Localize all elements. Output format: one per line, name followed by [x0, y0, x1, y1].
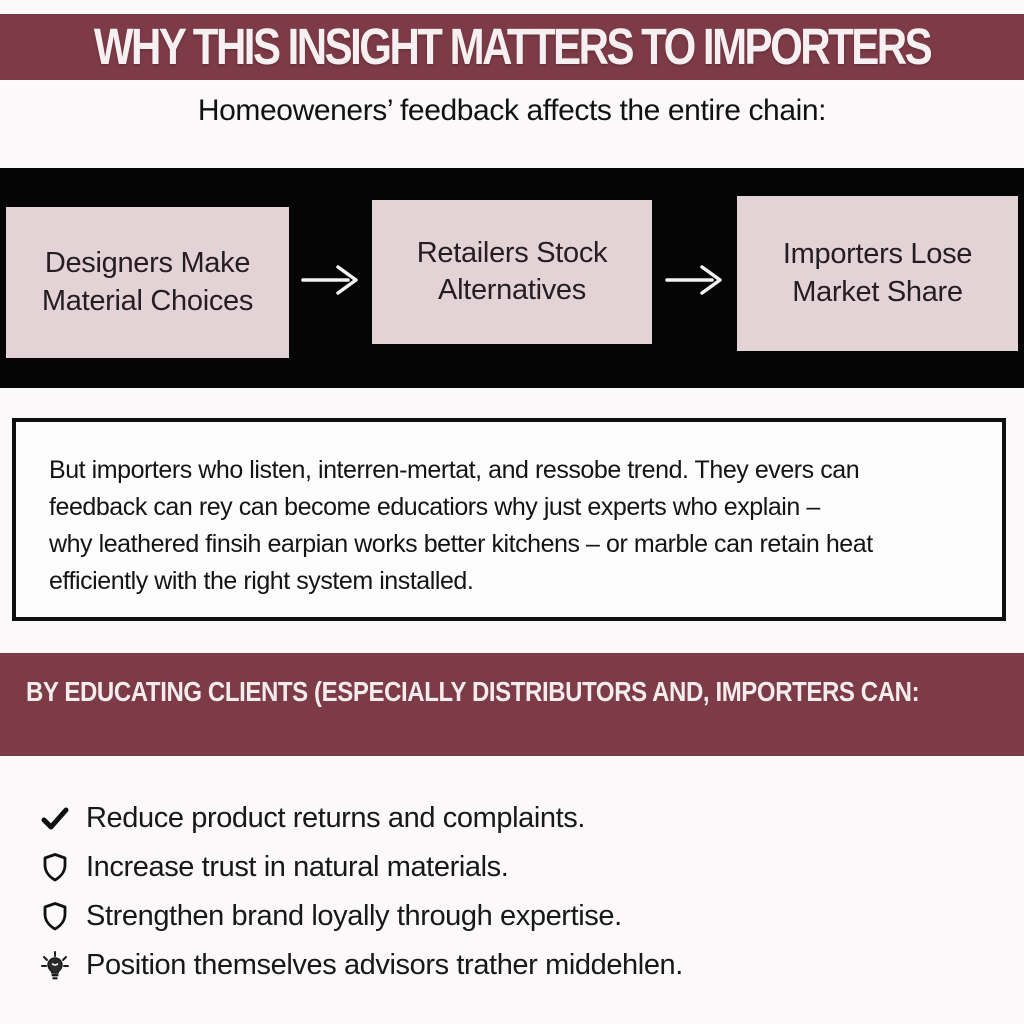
education-banner: BY EDUCATING CLIENTS (ESPECIALLY DISTRIB… — [0, 653, 1024, 756]
benefit-text: Reduce product returns and complaints. — [86, 802, 586, 834]
benefit-item: Increase trust in natural materials. — [38, 843, 988, 892]
check-icon — [38, 806, 72, 832]
header-banner: WHY THIS INSIGHT MATTERS TO IMPORTERS — [0, 14, 1024, 80]
paragraph-line: But importers who listen, interren-merta… — [49, 456, 860, 484]
flow-box-importers: Importers Lose Market Share — [737, 196, 1018, 351]
paragraph-line: why leathered finsih earpian works bette… — [49, 530, 873, 558]
flow-box-designers: Designers Make Material Choices — [6, 207, 289, 358]
paragraph-line: feedback can rey can become educatiors w… — [49, 493, 820, 521]
page-title: WHY THIS INSIGHT MATTERS TO IMPORTERS — [93, 17, 933, 76]
benefit-item: Position themselves advisors trather mid… — [38, 941, 988, 990]
shield-icon — [38, 852, 72, 883]
right-arrow-icon — [664, 261, 726, 299]
benefits-list: Reduce product returns and complaints. I… — [38, 794, 988, 990]
right-arrow-icon — [300, 261, 362, 299]
benefit-item: Reduce product returns and complaints. — [38, 794, 988, 843]
benefit-text: Position themselves advisors trather mid… — [86, 949, 683, 981]
subtitle: Homeoweners’ feedback affects the entire… — [197, 94, 827, 127]
benefit-text: Increase trust in natural materials. — [86, 851, 509, 883]
benefit-item: Strengthen brand loyally through experti… — [38, 892, 988, 941]
flow-box-retailers: Retailers Stock Alternatives — [372, 200, 652, 344]
education-banner-title: BY EDUCATING CLIENTS (ESPECIALLY DISTRIB… — [26, 676, 920, 708]
benefit-text: Strengthen brand loyally through experti… — [86, 900, 622, 932]
insight-text-box: But importers who listen, interren-merta… — [12, 418, 1006, 621]
paragraph-line: efficiently with the right system instal… — [49, 567, 474, 595]
flow-diagram-band: Designers Make Material Choices Retailer… — [0, 168, 1024, 388]
shield-icon — [38, 901, 72, 932]
lightbulb-icon — [38, 950, 72, 982]
